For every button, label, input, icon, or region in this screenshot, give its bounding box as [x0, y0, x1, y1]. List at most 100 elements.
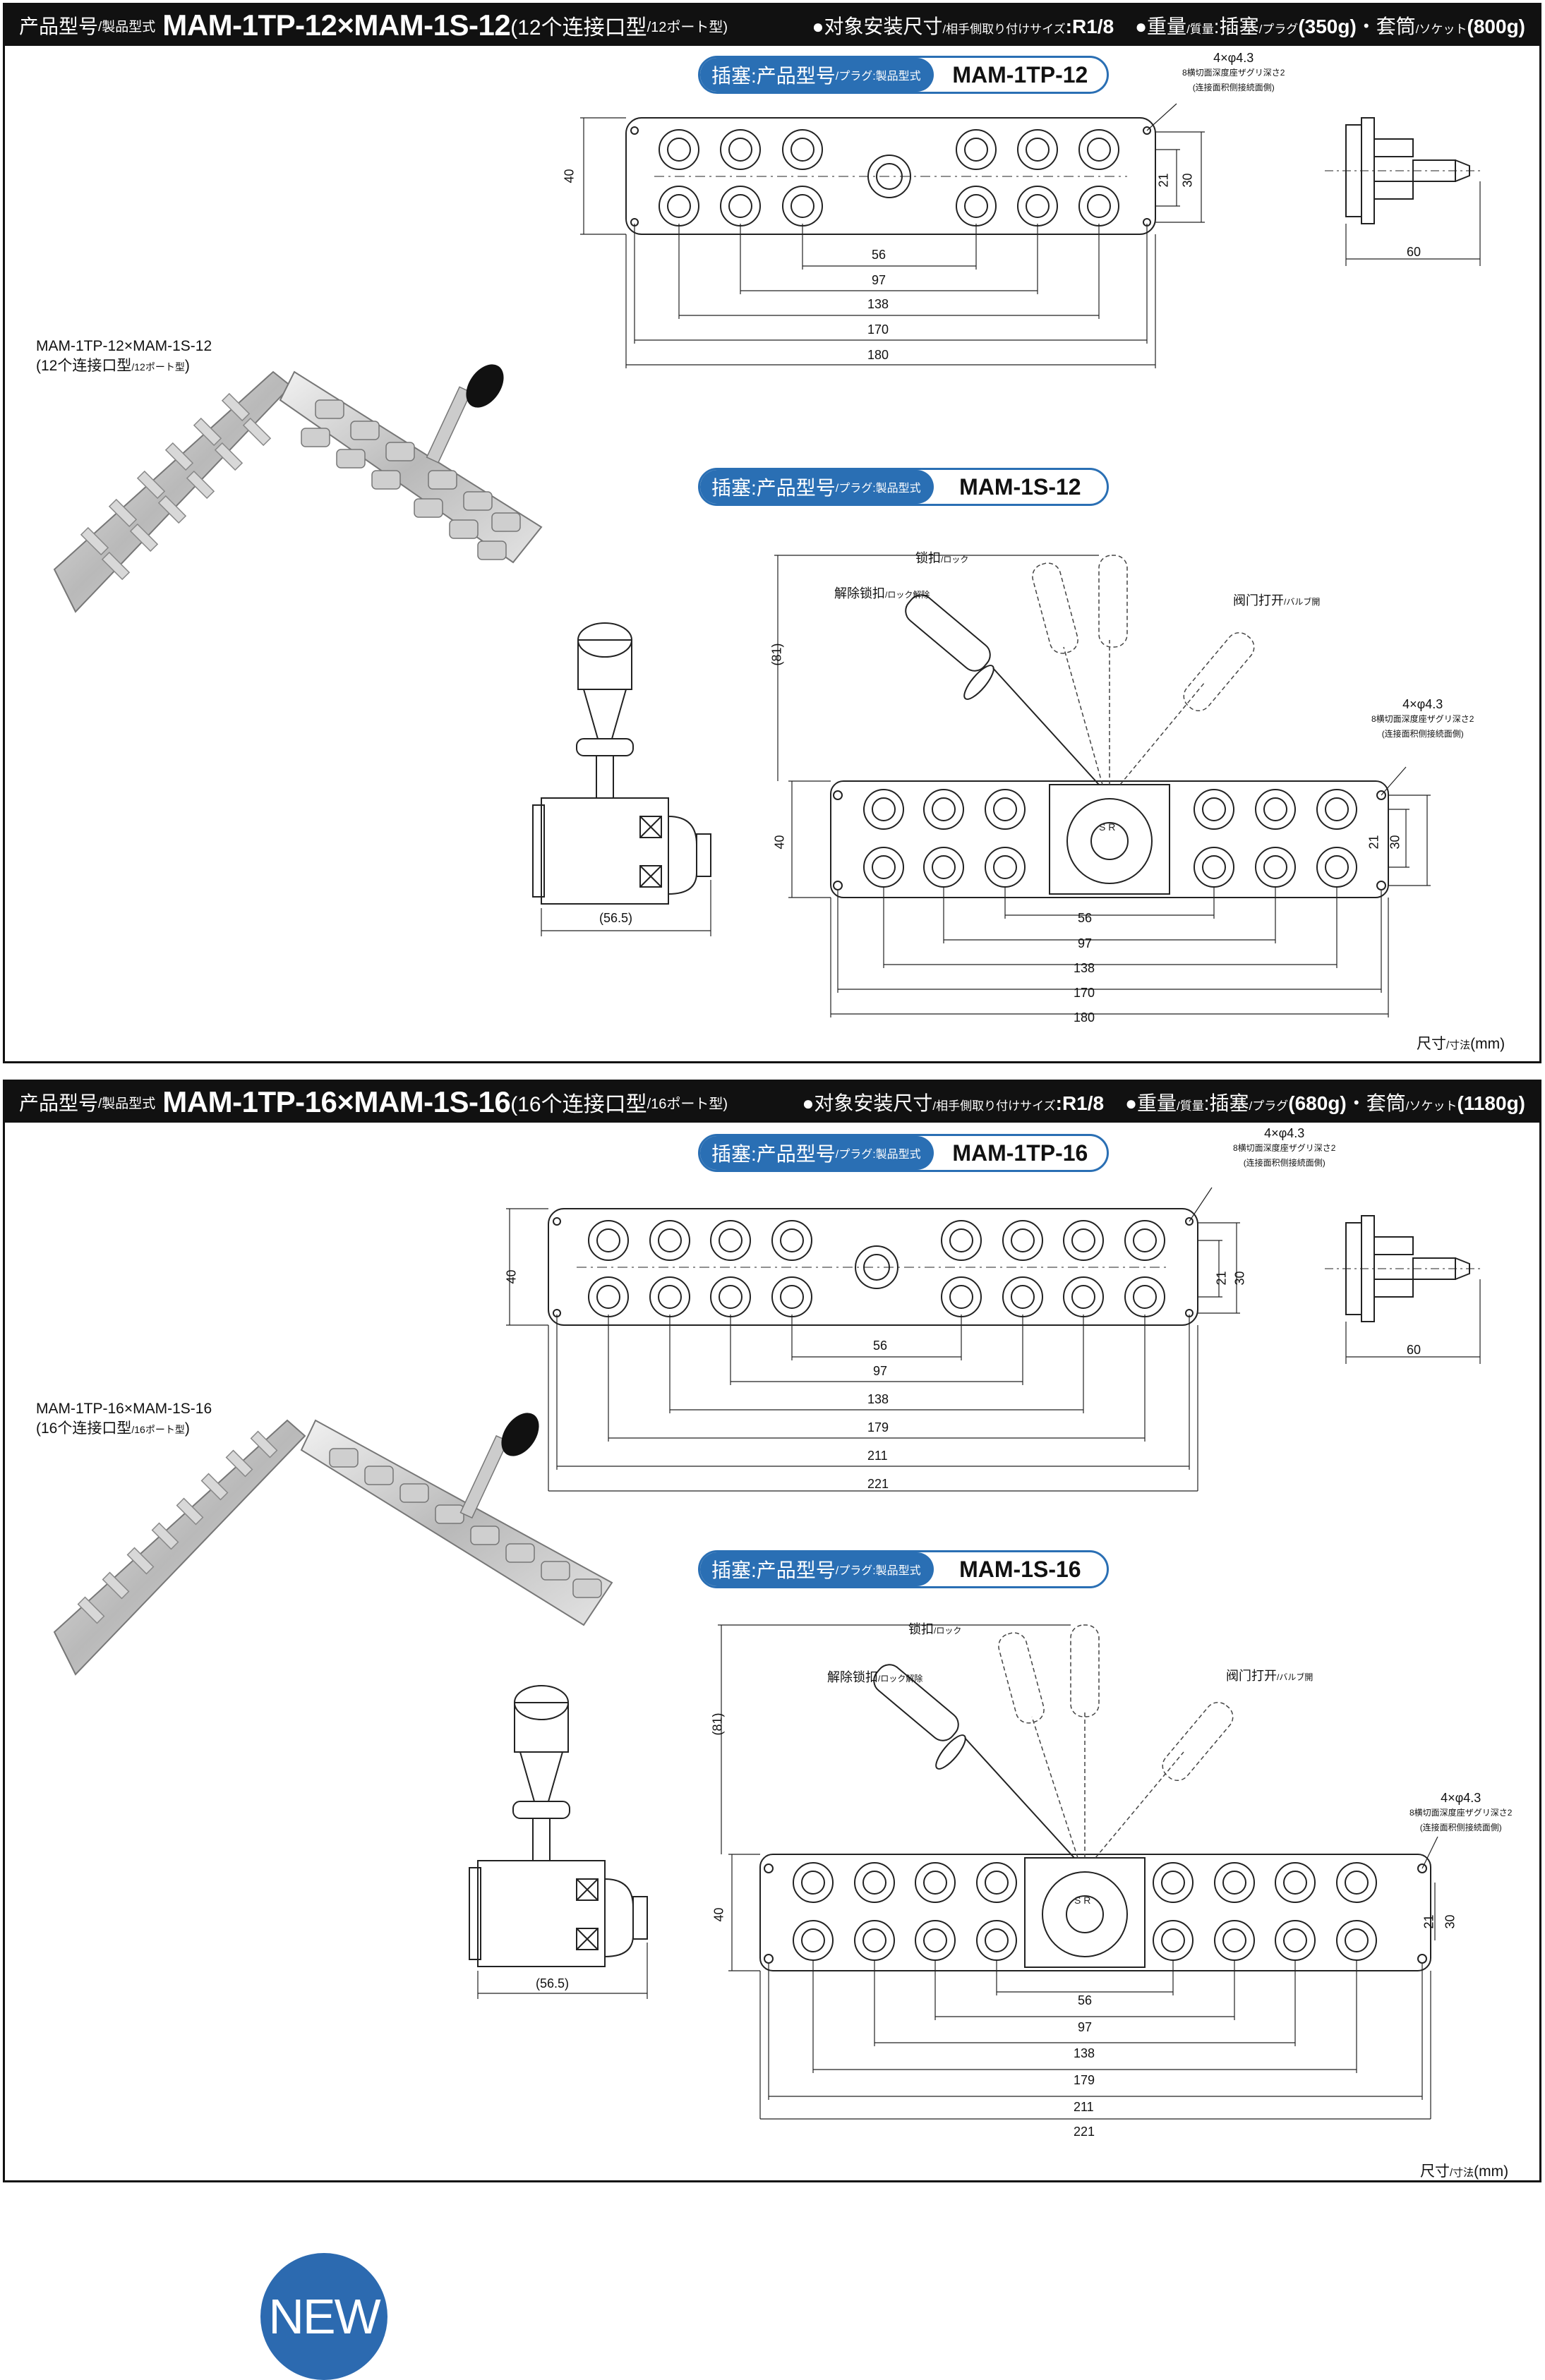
header-ports-cn: (16个连接口型: [510, 1093, 647, 1116]
label-unlock: 解除锁扣/ロック解除: [827, 1670, 923, 1684]
sr-mark: S R: [1099, 821, 1115, 833]
plug-dim-w4: 180: [867, 348, 889, 362]
unit-note: 尺寸/寸法(mm): [1417, 1036, 1505, 1052]
plug-weight: (680g): [1288, 1092, 1347, 1114]
product-section-16: 产品型号 /製品型式 MAM-1TP-16×MAM-1S-16 (16个连接口型…: [3, 1080, 1541, 2380]
new-badge: NEW: [260, 2253, 387, 2380]
socket-dim-w2: 138: [1074, 2046, 1095, 2060]
plug-dim-height: 40: [562, 169, 577, 183]
socket-lever-height: (81): [769, 643, 784, 666]
socket-dim-w1: 97: [1078, 936, 1093, 950]
socket-dim-w5: 221: [1074, 2125, 1095, 2139]
socket-dim-w4: 211: [1074, 2100, 1094, 2114]
header-label-jp: /製品型式: [98, 19, 156, 35]
mount-value: :R1/8: [1065, 16, 1114, 37]
mount-jp: /相手側取り付けサイズ: [942, 23, 1066, 36]
header-spec: ●对象安装尺寸/相手側取り付けサイズ:R1/8 ●重量/質量:插塞/プラグ(35…: [812, 11, 1525, 40]
socket-dim-outer: 30: [1388, 835, 1402, 850]
socket-hole-note: 4×φ4.3 8横切面深度座ザグリ深さ2 (连接面积侧接続面側): [1371, 697, 1474, 739]
label-unlock: 解除锁扣/ロック解除: [834, 586, 930, 600]
socket-lever-height: (81): [710, 1712, 725, 1736]
product-photo: [53, 1413, 613, 1676]
pill-label-cn: 插塞:产品型号: [711, 65, 836, 87]
socket-dim-w2: 138: [1074, 961, 1095, 975]
plug-side-dim: 60: [1407, 1343, 1421, 1357]
socket-jp: /ソケット: [1415, 23, 1467, 36]
plug-jp: /プラグ: [1258, 23, 1299, 36]
caption-line1: MAM-1TP-12×MAM-1S-12: [36, 338, 212, 354]
plug-dim-w1: 97: [872, 273, 886, 287]
plug-dim-outer: 30: [1180, 173, 1195, 188]
socket-side-drawing: [469, 1685, 648, 1999]
socket-model-pill: 插塞:产品型号/プラグ:製品型式 MAM-1S-16: [698, 1550, 1109, 1588]
label-valve-open: 阀门打开/バルブ開: [1233, 593, 1321, 608]
socket-label: ・套筒: [1356, 16, 1416, 37]
plug-dim-w0: 56: [872, 248, 886, 262]
header-spec: ●对象安装尺寸/相手側取り付けサイズ:R1/8 ●重量/質量:插塞/プラグ(68…: [802, 1092, 1526, 1114]
socket-side-dim: (56.5): [599, 911, 633, 925]
socket-dim-inner: 21: [1366, 835, 1381, 850]
socket-dim-height: 40: [772, 835, 787, 850]
socket-dim-w3: 179: [1074, 2073, 1095, 2087]
socket-dim-inner: 21: [1421, 1914, 1436, 1929]
socket-model: MAM-1S-16: [959, 1556, 1081, 1582]
plug-weight: (350g): [1298, 16, 1357, 37]
plug-dim-w3: 170: [867, 322, 889, 337]
weight-label: ●重量: [1135, 16, 1187, 37]
plug-dim-height: 40: [504, 1269, 519, 1284]
header-label-jp: /製品型式: [98, 1096, 156, 1111]
header-label-cn: 产品型号: [19, 1092, 99, 1114]
socket-dim-outer: 30: [1443, 1914, 1457, 1929]
product-photo: [53, 364, 543, 613]
socket-side-drawing: [532, 622, 711, 936]
label-valve-open: 阀门打开/バルブ開: [1226, 1669, 1313, 1683]
section-header: 产品型号 /製品型式 MAM-1TP-12×MAM-1S-12 (12个连接口型…: [5, 5, 1539, 46]
plug-side-dim: 60: [1407, 245, 1421, 259]
plug-label: :插塞: [1213, 16, 1259, 37]
header-model: MAM-1TP-12×MAM-1S-12: [162, 8, 511, 42]
header-ports-jp: /16ポート型): [647, 1096, 728, 1112]
socket-front-drawing: S R: [774, 555, 1431, 1017]
plug-model-pill: 插塞:产品型号/プラグ:製品型式 MAM-1TP-16: [698, 1134, 1109, 1172]
plug-hole-note: 4×φ4.3 8横切面深度座ザグリ深さ2 (连接面积侧接続面側): [1182, 51, 1285, 93]
plug-dim-inner: 21: [1214, 1271, 1229, 1286]
socket-dim-w0: 56: [1078, 1993, 1093, 2007]
section-header: 产品型号 /製品型式 MAM-1TP-16×MAM-1S-16 (16个连接口型…: [5, 1082, 1539, 1123]
plug-dim-outer: 30: [1232, 1271, 1247, 1286]
socket-weight: (800g): [1467, 16, 1525, 37]
label-lock: 锁扣/ロック: [908, 1622, 962, 1636]
plug-dim-w0: 56: [873, 1339, 888, 1353]
socket-dim-w1: 97: [1078, 2020, 1093, 2034]
socket-side-dim: (56.5): [536, 1976, 570, 1991]
plug-model-pill: 插塞:产品型号/プラグ:製品型式 MAM-1TP-12: [698, 56, 1109, 94]
plug-front-drawing: [580, 103, 1205, 368]
plug-dim-w2: 138: [867, 1392, 889, 1406]
plug-front-drawing: [506, 1187, 1240, 1492]
plug-dim-w2: 138: [867, 297, 889, 311]
plug-model: MAM-1TP-12: [952, 61, 1088, 87]
socket-dim-w0: 56: [1078, 911, 1093, 925]
plug-dim-inner: 21: [1156, 173, 1171, 188]
header-model: MAM-1TP-16×MAM-1S-16: [162, 1085, 511, 1118]
sr-mark: S R: [1074, 1895, 1090, 1906]
socket-dim-w3: 170: [1074, 986, 1095, 1000]
photo-caption: MAM-1TP-12×MAM-1S-12 (12个连接口型/12ポート型): [36, 337, 212, 377]
mount-label: ●对象安装尺寸: [812, 16, 943, 37]
socket-dim-height: 40: [711, 1907, 726, 1922]
header-label-cn: 产品型号: [19, 16, 99, 37]
unit-note: 尺寸/寸法(mm): [1420, 2163, 1509, 2180]
plug-dim-w5: 221: [867, 1477, 889, 1491]
header-ports-jp: /12ポート型): [647, 19, 728, 35]
socket-hole-note: 4×φ4.3 8横切面深度座ザグリ深さ2 (连接面积侧接続面側): [1409, 1791, 1513, 1833]
socket-model: MAM-1S-12: [959, 473, 1081, 500]
caption-line2-cn: (12个连接口型: [36, 358, 132, 374]
caption-line2-end: ): [184, 358, 190, 374]
photo-caption: MAM-1TP-16×MAM-1S-16 (16个连接口型/16ポート型): [36, 1401, 212, 1437]
caption-line2-jp: /12ポート型: [131, 361, 185, 373]
weight-jp: /質量: [1186, 23, 1214, 36]
label-lock: 锁扣/ロック: [915, 551, 969, 565]
plug-model: MAM-1TP-16: [952, 1140, 1088, 1166]
plug-dim-w4: 211: [867, 1449, 888, 1463]
plug-side-drawing: [1325, 117, 1481, 266]
header-ports-cn: (12个连接口型: [510, 16, 647, 40]
